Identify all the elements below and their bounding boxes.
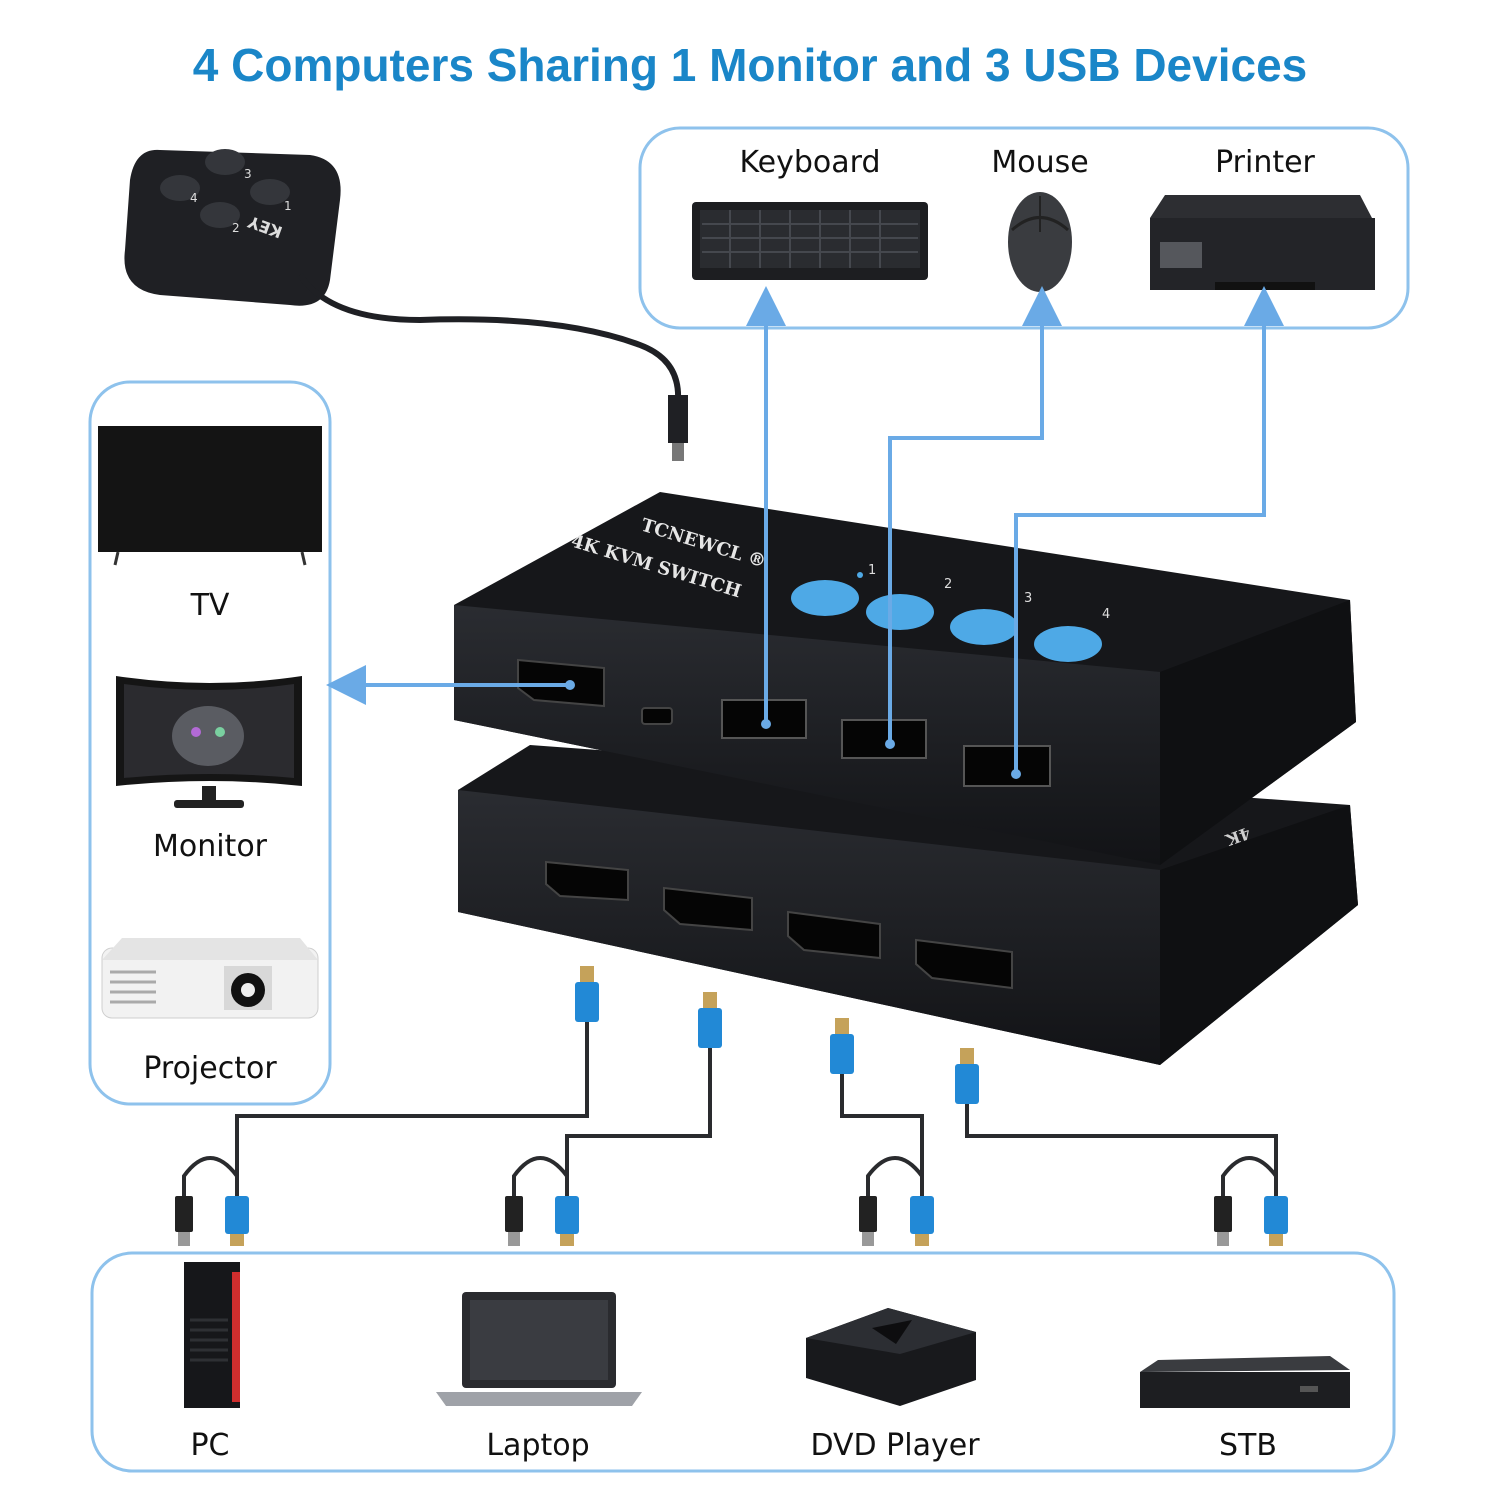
tv-label: TV — [190, 588, 230, 623]
connection-lines — [326, 286, 1284, 774]
hdmi-input-port-3 — [787, 910, 881, 960]
mouse-icon — [1008, 192, 1072, 292]
switch-number-4: 4 — [1102, 607, 1110, 622]
remote-key-2: 2 — [232, 221, 240, 235]
pc-tower-icon — [184, 1262, 240, 1408]
dvd-player-icon — [806, 1308, 976, 1406]
keyboard-label: Keyboard — [739, 145, 881, 180]
stb-icon — [1140, 1356, 1350, 1408]
remote-key-3: 3 — [244, 167, 252, 181]
usb-port-2 — [841, 719, 927, 759]
stb-label: STB — [1219, 1428, 1277, 1463]
page-title: 4 Computers Sharing 1 Monitor and 3 USB … — [192, 39, 1308, 91]
switch-number-2: 2 — [944, 577, 952, 592]
printer-label: Printer — [1215, 145, 1315, 180]
remote-key-1: 1 — [284, 199, 292, 213]
tv-icon — [98, 426, 322, 566]
displays-box — [88, 380, 332, 1106]
computers-box — [90, 1251, 1396, 1473]
laptop-label: Laptop — [486, 1428, 590, 1463]
kvm-switch-top: TCNEWCL ® 4K KVM SWITCH 1 2 3 4 — [454, 492, 1356, 865]
monitor-label: Monitor — [152, 829, 268, 864]
hdmi-connectors — [175, 966, 1288, 1246]
micro-usb-port — [641, 707, 673, 725]
hdmi-input-port-1 — [545, 860, 629, 902]
dvd-player-label: DVD Player — [810, 1428, 980, 1463]
switch-button-3[interactable] — [950, 609, 1018, 645]
hdmi-input-port-4 — [915, 938, 1013, 990]
switch-number-1: 1 — [868, 563, 876, 578]
switch-button-2[interactable] — [866, 594, 934, 630]
monitor-icon — [116, 676, 302, 808]
mouse-label: Mouse — [991, 145, 1089, 180]
laptop-icon — [436, 1292, 642, 1406]
usb-port-3 — [963, 745, 1051, 787]
switch-button-1[interactable] — [791, 580, 859, 616]
projector-icon — [101, 938, 319, 1019]
pc-label: PC — [190, 1428, 230, 1463]
switch-button-4[interactable] — [1034, 626, 1102, 662]
remote-key-4: 4 — [190, 191, 198, 205]
hdmi-input-port-2 — [663, 886, 753, 932]
usb-devices-box — [638, 126, 1410, 330]
projector-label: Projector — [143, 1051, 277, 1086]
switch-number-3: 3 — [1024, 591, 1032, 606]
remote-keypad-icon: 1 2 3 4 KEY — [124, 149, 688, 461]
printer-icon — [1150, 195, 1375, 290]
keyboard-icon — [692, 202, 928, 280]
